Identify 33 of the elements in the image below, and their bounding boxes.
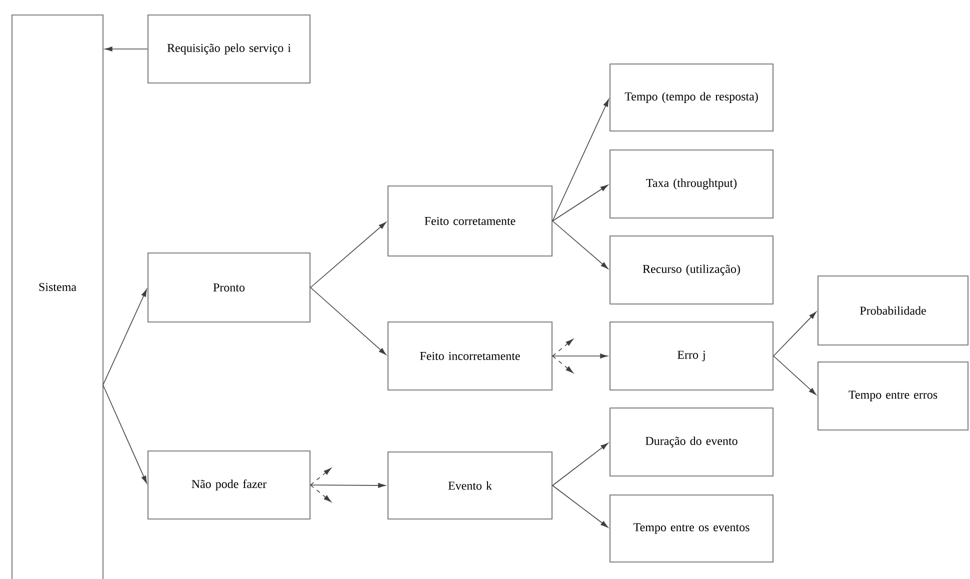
arrow xyxy=(310,222,386,288)
process-box: Taxa (throughtput) xyxy=(609,149,774,219)
arrow xyxy=(310,468,332,486)
arrow xyxy=(773,356,816,395)
arrow xyxy=(552,354,608,358)
arrow xyxy=(310,483,386,488)
arrow xyxy=(552,485,608,528)
process-box: Erro j xyxy=(609,321,774,391)
arrow xyxy=(102,289,147,386)
process-box: Evento k xyxy=(387,451,553,520)
arrow xyxy=(552,442,608,486)
arrow xyxy=(104,46,148,52)
arrow xyxy=(310,484,332,502)
process-box: Requisição pelo serviço i xyxy=(147,14,311,84)
process-box: Feito incorretamente xyxy=(387,321,553,391)
process-box: Probabilidade xyxy=(817,275,969,346)
arrow xyxy=(552,184,608,222)
arrow xyxy=(552,338,574,356)
arrow xyxy=(552,356,574,374)
arrow xyxy=(552,99,609,222)
arrow xyxy=(102,384,147,484)
arrow xyxy=(552,220,608,269)
process-box: Tempo entre erros xyxy=(817,361,969,431)
arrow xyxy=(773,312,816,356)
process-box: Tempo entre os eventos xyxy=(609,494,774,563)
process-box: Tempo (tempo de resposta) xyxy=(609,63,774,132)
process-box: Feito corretamente xyxy=(387,185,553,257)
arrow xyxy=(310,287,386,355)
system-box: Sistema xyxy=(11,14,104,579)
process-box: Pronto xyxy=(147,252,311,323)
process-box: Duração do evento xyxy=(609,407,774,477)
process-box: Não pode fazer xyxy=(147,450,311,520)
process-box: Recurso (utilização) xyxy=(609,235,774,305)
